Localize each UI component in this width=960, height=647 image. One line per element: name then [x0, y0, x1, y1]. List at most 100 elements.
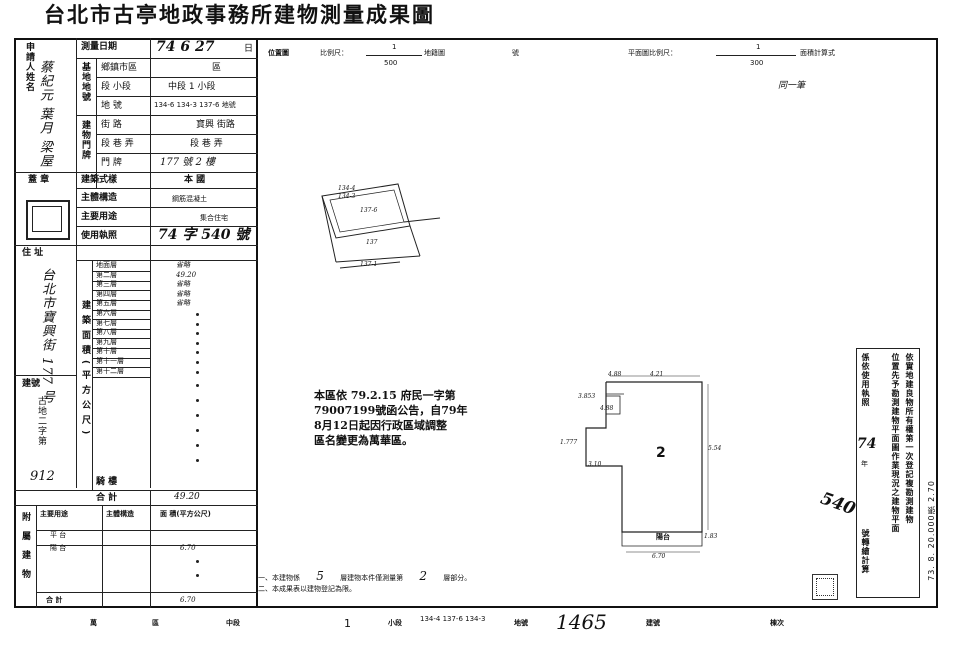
- scale-denominator: 500: [384, 59, 398, 67]
- empty-marker: [196, 361, 199, 364]
- street-label: 街 路: [101, 120, 122, 130]
- location-lot-label: 137: [366, 239, 378, 246]
- township-value: 區: [212, 63, 222, 73]
- note-line-1: 一、本建物係 5 層建物本件僅測量第 2 層部分。: [258, 569, 472, 583]
- license-label: 使用執照: [81, 231, 118, 241]
- page-title: 台北市古亭地政事務所建物測量成果圖: [44, 2, 435, 27]
- bottom-lot-handwriting: 1465: [556, 610, 607, 634]
- location-map: [321, 183, 441, 269]
- notice-line: 區名變更為萬華區。: [314, 434, 413, 447]
- location-map-label: 位置圖: [268, 49, 289, 57]
- floor-label: 第九層: [96, 337, 117, 346]
- floor-label: 第六層: [96, 309, 117, 317]
- balcony-label: 騎 樓: [96, 477, 118, 487]
- applicant-label: 申請人姓名: [24, 42, 34, 92]
- annex-use-label: 主要用途: [40, 510, 68, 518]
- column-divider: [76, 38, 77, 188]
- right-note-year: 74: [857, 436, 877, 452]
- column-divider: [76, 188, 77, 488]
- bottom-district-label: 區: [152, 619, 159, 627]
- annex-use: 平 台: [50, 531, 67, 539]
- floor-label: 第八層: [96, 328, 117, 337]
- annex-total-value: 6.70: [180, 596, 196, 604]
- note-line-2: 二、本成果表以建物登記為限。: [258, 585, 356, 593]
- base-lot-label: 基地地號: [80, 62, 90, 102]
- empty-marker: [196, 341, 199, 345]
- street-value: 寶興 街路: [196, 120, 235, 130]
- door-label: 門 牌: [101, 158, 122, 168]
- township-label: 鄉鎮市區: [101, 63, 138, 73]
- lot-label: 地 號: [101, 101, 122, 111]
- bottom-small-section-label: 小段: [388, 619, 402, 627]
- unit-number: 2: [656, 445, 666, 461]
- empty-marker: [196, 429, 199, 432]
- empty-marker: [196, 370, 199, 374]
- floor-label: 第十二層: [96, 366, 124, 375]
- annex-area: 6.70: [180, 544, 196, 552]
- dimension-label: 4.88: [600, 405, 614, 412]
- dimension-label: 3.10: [588, 461, 602, 468]
- column-divider: [36, 505, 37, 608]
- column-divider: [150, 188, 151, 488]
- annex-struct-label: 主體構造: [106, 510, 134, 518]
- right-note-col1: 依實地建良物所有權第一次登記複勘測建物: [905, 353, 914, 524]
- column-divider: [150, 490, 151, 608]
- floor-area-value: 省略: [176, 299, 190, 308]
- main-use-value: 集合住宅: [200, 214, 228, 222]
- annex-area-label: 面 積(平方公尺): [160, 510, 211, 518]
- scale-label: 比例尺：: [320, 49, 348, 57]
- plan-scale-numerator: 1: [756, 43, 761, 51]
- floor-label: 第七層: [96, 318, 117, 327]
- print-info: 73. 8. 20.000張 2.70: [927, 480, 936, 581]
- right-note-box: 依實地建良物所有權第一次登記複勘測建物 位置先予勘測建物平面圖作業現況之建物平面…: [856, 348, 920, 598]
- location-lot-label: 134-4: [338, 185, 356, 192]
- total-value: 49.20: [174, 492, 200, 502]
- survey-date-value: 74 6 27: [156, 39, 215, 55]
- location-lot-label: 134-3: [338, 193, 356, 200]
- document-frame: [14, 38, 938, 608]
- section-label: 段 小段: [101, 82, 131, 92]
- notice-line: 8月12日起因行政區域調整: [314, 419, 447, 432]
- bottom-district-value: 萬: [90, 619, 97, 627]
- right-note-col4: 號轉繪計算: [861, 529, 870, 574]
- empty-marker: [196, 560, 199, 563]
- floor-label: 第四層: [96, 289, 117, 298]
- address-handwriting: 台北市寶興街 177 号: [39, 268, 54, 405]
- left-data-panel: [14, 38, 258, 608]
- column-divider: [96, 58, 97, 188]
- right-note-year-unit: 年: [861, 460, 868, 468]
- section-value: 中段 1 小段: [168, 82, 216, 92]
- date-day-unit: 日: [244, 44, 254, 54]
- plan-scale-denominator: 300: [750, 59, 764, 67]
- structure-style-value: 本 國: [184, 175, 206, 185]
- notice-line: 本區依 79.2.15 府民一字第: [314, 389, 456, 402]
- dimension-label: 5.54: [708, 445, 722, 452]
- surveyor-stamp: [812, 574, 838, 600]
- seal-label: 蓋 章: [28, 175, 50, 185]
- empty-marker: [196, 399, 199, 402]
- bottom-lots: 134-4 137-6 134-3: [420, 615, 486, 623]
- empty-marker: [196, 574, 199, 577]
- door-value: 177 號 2 樓: [160, 157, 215, 168]
- notice-line: 79007199號函公告，自79年: [314, 404, 468, 417]
- column-divider: [102, 505, 103, 608]
- dimension-label: 4.88: [608, 371, 622, 378]
- address-label: 住 址: [22, 248, 44, 258]
- floor-label: 第三層: [96, 280, 117, 289]
- empty-marker: [196, 322, 199, 326]
- floor-area-value: 省略: [176, 280, 190, 289]
- floor-area-value: 49.20: [176, 270, 197, 279]
- bottom-lot-label: 地號: [514, 619, 528, 627]
- main-structure-value: 鋼筋混凝土: [172, 195, 207, 203]
- empty-marker: [196, 384, 199, 387]
- building-doorplate-label: 建物門牌: [80, 120, 90, 160]
- map-no-label: 號: [512, 49, 519, 57]
- survey-date-label: 測量日期: [81, 42, 118, 52]
- dimension-label: 6.70: [652, 553, 666, 560]
- dimension-label: 3.853: [578, 393, 596, 400]
- empty-marker: [196, 459, 199, 462]
- handwritten-note: 同一筆: [778, 81, 806, 91]
- column-divider: [92, 260, 93, 490]
- dimension-label: 1.777: [560, 439, 578, 446]
